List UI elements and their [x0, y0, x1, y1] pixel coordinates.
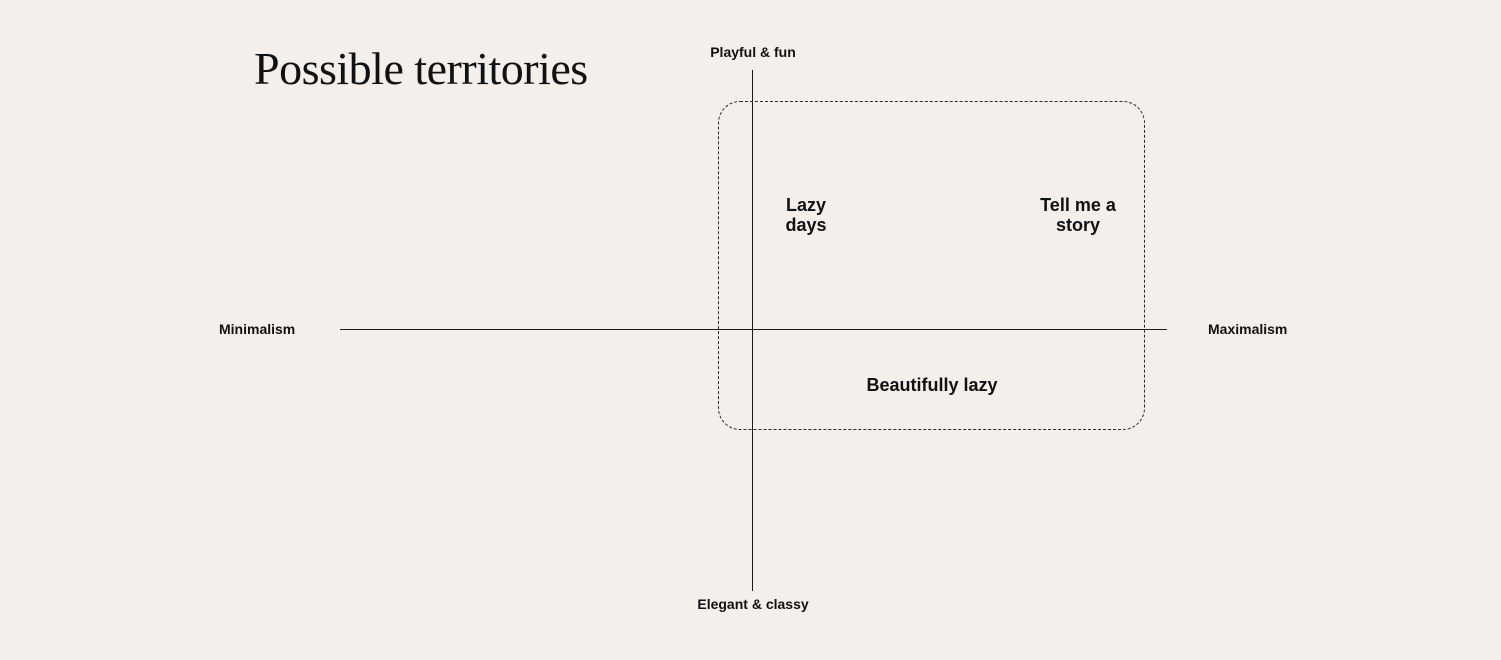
horizontal-axis-line	[340, 329, 1167, 330]
axis-label-bottom: Elegant & classy	[697, 596, 809, 612]
slide-title: Possible territories	[254, 43, 588, 94]
territory-tell-me-a-story: Tell me a story	[1040, 195, 1116, 235]
axis-label-right: Maximalism	[1208, 321, 1288, 337]
territory-beautifully-lazy: Beautifully lazy	[866, 375, 998, 395]
axis-label-top: Playful & fun	[710, 44, 796, 60]
territories-dashed-region	[718, 101, 1145, 430]
axis-label-left: Minimalism	[219, 321, 296, 337]
territory-lazy-days: Lazy days	[785, 195, 827, 235]
vertical-axis-line	[752, 70, 753, 591]
